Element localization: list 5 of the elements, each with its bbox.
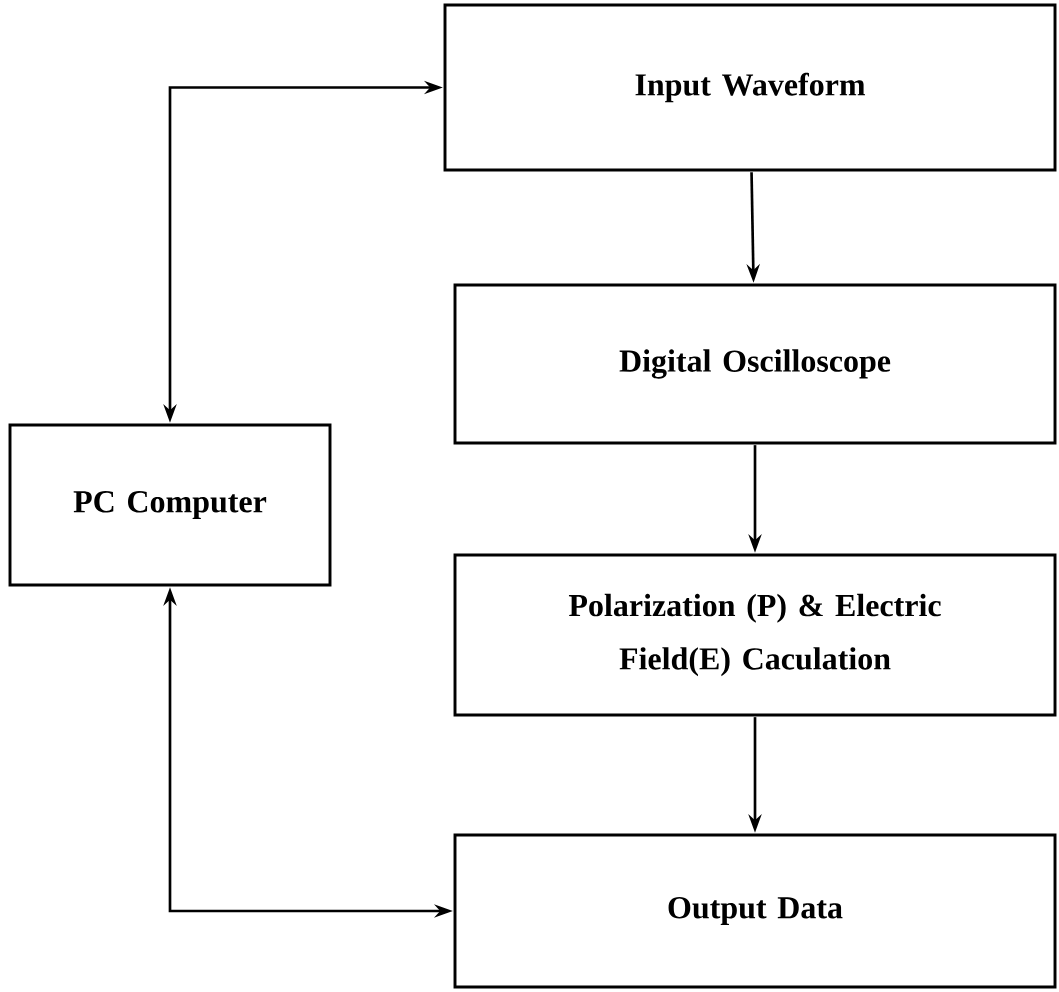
process-box: Output Data <box>453 833 1057 989</box>
process-box: Digital Oscilloscope <box>453 283 1057 445</box>
process-box: Polarization (P) & Electric Field(E) Caculation <box>453 553 1057 717</box>
process-box: PC Computer <box>8 423 332 587</box>
process-box: Input Waveform <box>443 3 1057 172</box>
